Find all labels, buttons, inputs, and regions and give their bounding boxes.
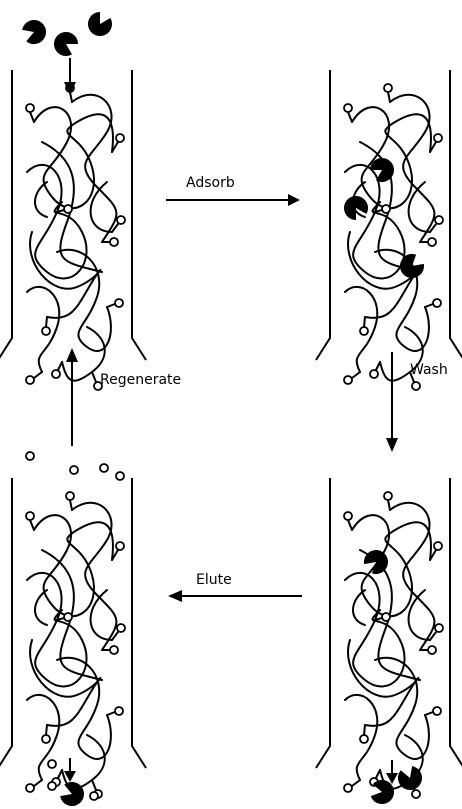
free-ligands-top: [26, 452, 124, 480]
column-loading: [0, 70, 146, 390]
washed-out-proteins: [370, 760, 426, 806]
wash-label: Wash: [410, 362, 448, 378]
regenerate-step: Regenerate: [66, 348, 181, 446]
column-adsorbed: [316, 70, 462, 390]
incoming-proteins: [20, 9, 115, 60]
column-washed: [316, 478, 462, 798]
wash-step: Wash: [386, 352, 448, 452]
adsorb-step: Adsorb: [166, 175, 300, 206]
elute-label: Elute: [196, 572, 232, 588]
column-eluted: [0, 478, 146, 798]
adsorb-label: Adsorb: [186, 175, 235, 191]
eluted-output: [48, 758, 98, 809]
regenerate-label: Regenerate: [100, 372, 181, 388]
elute-step: Elute: [168, 572, 302, 602]
